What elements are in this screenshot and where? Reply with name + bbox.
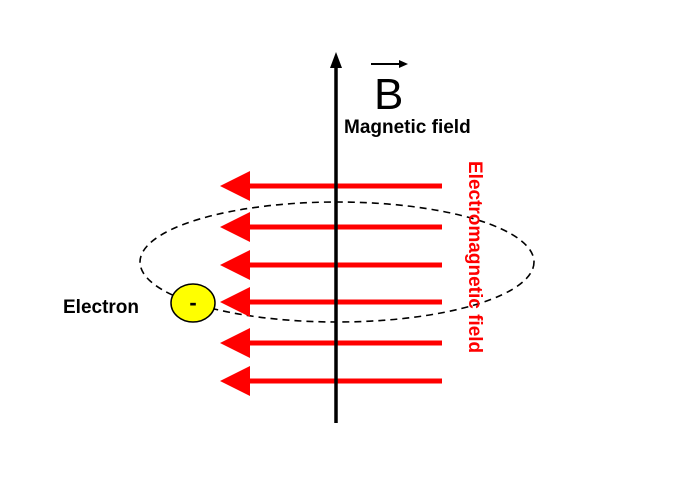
b-symbol-label: B (374, 70, 403, 119)
electron-charge-sign: - (189, 290, 196, 315)
magnetic-field-axis (330, 52, 342, 423)
b-vector-arrowhead (399, 60, 408, 68)
electron-label: Electron (63, 297, 139, 318)
b-vector-symbol: B (371, 60, 408, 119)
electromagnetic-field-label: Electromagnetic field (464, 161, 485, 353)
electron-circle (170, 283, 216, 323)
axis-arrowhead (330, 52, 342, 68)
electromagnetic-field-arrows (220, 171, 442, 396)
magnetic-field-label: Magnetic field (344, 117, 471, 138)
electron: - (170, 283, 216, 323)
